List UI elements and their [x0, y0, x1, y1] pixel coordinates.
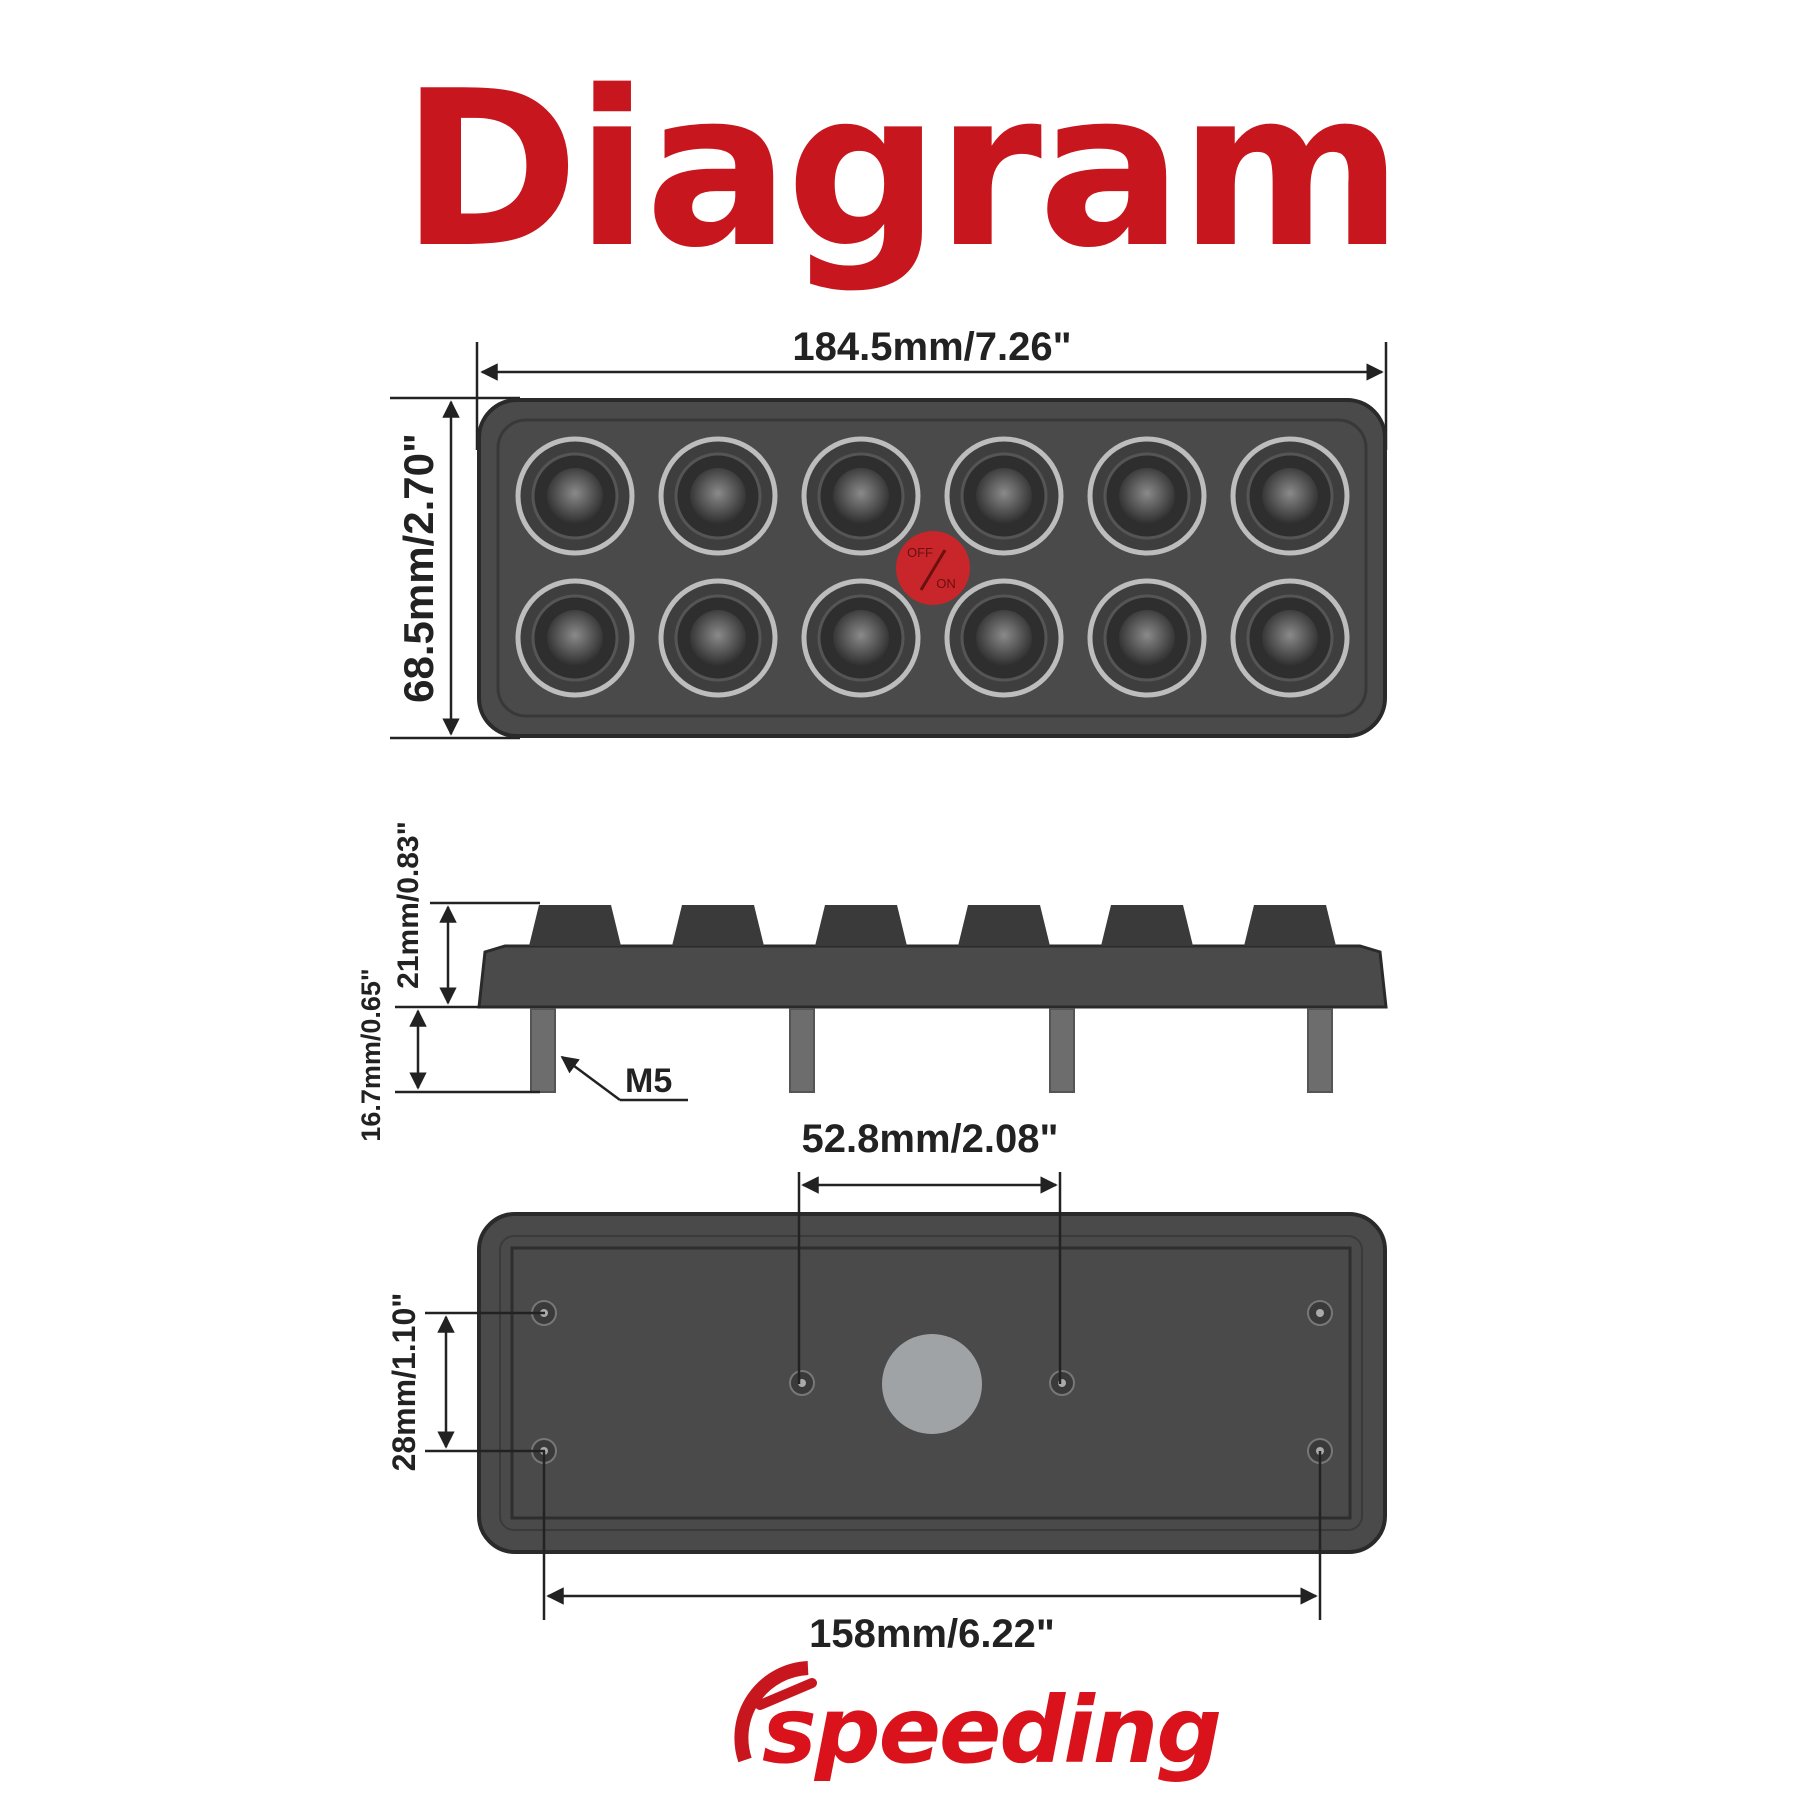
thread-label: M5 — [625, 1062, 672, 1100]
switch-profile — [815, 905, 907, 946]
top-view: 184.5mm/7.26" 68.5mm/2.70" OFF ON — [390, 325, 1388, 740]
width-label: 184.5mm/7.26" — [792, 325, 1071, 369]
power-off-label: OFF — [907, 545, 933, 560]
switch-profile — [958, 905, 1050, 946]
switch-button — [515, 578, 635, 698]
side-height-label: 21mm/0.83" — [392, 821, 425, 989]
page-title: Diagram — [400, 44, 1403, 295]
switch-button — [944, 436, 1064, 556]
center-spacing-label: 52.8mm/2.08" — [802, 1117, 1059, 1161]
switch-button — [801, 436, 921, 556]
logo-text: speeding — [762, 1677, 1220, 1784]
bottom-view: 52.8mm/2.08" 28mm/1.10" 158mm/6.22" — [386, 1117, 1387, 1656]
switch-profile — [1101, 905, 1193, 946]
switch-button — [944, 578, 1064, 698]
vertical-spacing-label: 28mm/1.10" — [386, 1293, 422, 1472]
mounting-stud — [530, 1008, 556, 1093]
power-on-label: ON — [936, 576, 956, 591]
switch-button — [801, 578, 921, 698]
mounting-stud — [1307, 1008, 1333, 1093]
mounting-stud — [789, 1008, 815, 1093]
switch-button — [1087, 436, 1207, 556]
cable-grommet — [882, 1334, 982, 1434]
switch-button — [515, 436, 635, 556]
switch-button — [1230, 578, 1350, 698]
height-label: 68.5mm/2.70" — [395, 433, 442, 703]
switch-button — [1087, 578, 1207, 698]
mounting-stud — [1049, 1008, 1075, 1093]
switch-profile — [529, 905, 621, 946]
switch-button — [658, 436, 778, 556]
switch-button — [658, 578, 778, 698]
side-body — [477, 944, 1388, 1009]
horizontal-spacing-label: 158mm/6.22" — [809, 1612, 1055, 1656]
stud-length-label: 16.7mm/0.65" — [356, 968, 386, 1141]
switch-profile — [1244, 905, 1336, 946]
switch-button — [1230, 436, 1350, 556]
side-view: 21mm/0.83" 16.7mm/0.65" M5 — [356, 821, 1388, 1142]
switch-profile — [672, 905, 764, 946]
speeding-logo: speeding — [734, 1661, 1222, 1784]
